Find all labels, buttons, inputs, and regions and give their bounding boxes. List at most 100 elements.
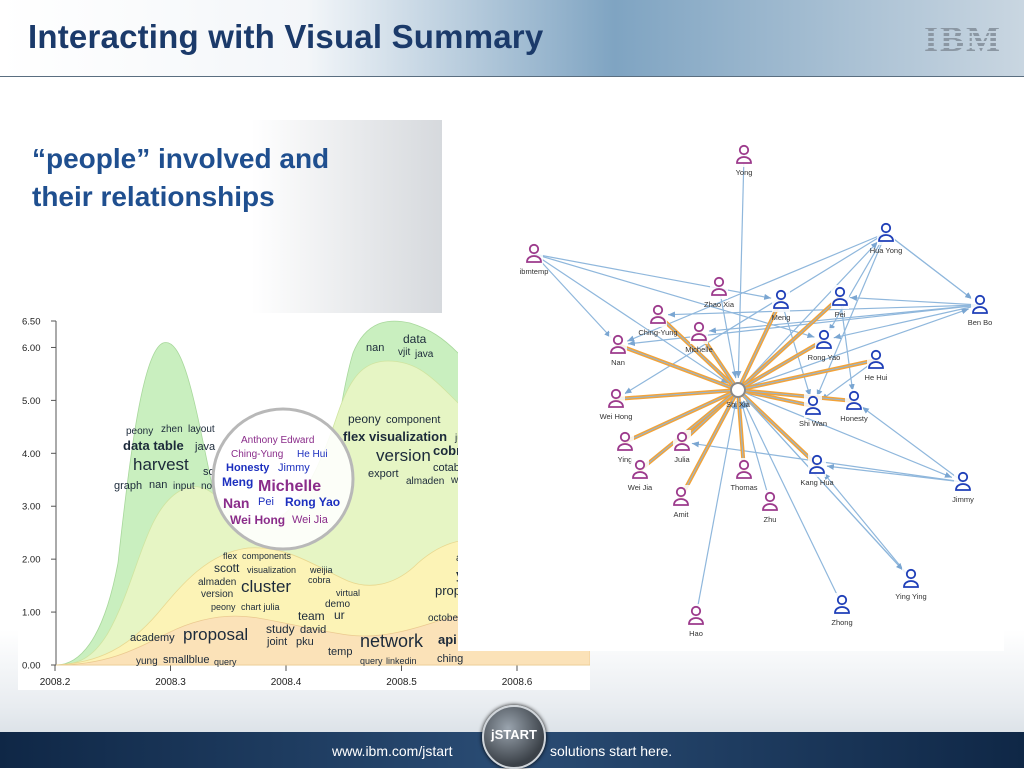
person-node[interactable]: Ying (616, 430, 634, 464)
tag-word[interactable]: peony (126, 426, 153, 437)
tag-word[interactable]: cluster (241, 577, 291, 596)
tag-word[interactable]: query (360, 656, 383, 666)
tag-word[interactable]: smallblue (163, 654, 209, 666)
person-node[interactable]: Ben Bo (968, 293, 993, 327)
tag-word[interactable]: cobra (308, 575, 331, 585)
lens-person-name[interactable]: Ching-Yung (231, 449, 283, 460)
person-node[interactable]: Hua Yong (870, 221, 903, 255)
person-node[interactable]: Thomas (730, 458, 758, 492)
center-person-label: Shi Xia (726, 400, 751, 409)
tag-word[interactable]: demo (325, 599, 350, 610)
tag-word[interactable]: version (201, 589, 233, 600)
lens-person-name[interactable]: Wei Jia (292, 514, 329, 526)
tag-word[interactable]: study (266, 622, 295, 636)
footer-url[interactable]: www.ibm.com/jstart (332, 743, 453, 759)
person-node[interactable]: ibmtemp (520, 242, 549, 276)
tag-word[interactable]: input (173, 481, 195, 492)
tag-word[interactable]: proposal (183, 625, 248, 644)
tag-word[interactable]: almaden (406, 476, 444, 487)
person-node[interactable]: Wei Jia (628, 458, 653, 492)
tag-word[interactable]: component (386, 414, 440, 426)
tag-word[interactable]: almaden (198, 577, 236, 588)
person-node[interactable]: Nan (609, 333, 627, 367)
tag-word[interactable]: nan (366, 342, 384, 354)
tag-word[interactable]: scott (214, 561, 240, 575)
tag-word[interactable]: pku (296, 636, 314, 648)
tag-word[interactable]: david (300, 624, 326, 636)
tag-word[interactable]: temp (328, 646, 352, 658)
tag-word[interactable]: components (242, 551, 292, 561)
relation-edge (839, 296, 855, 392)
tag-word[interactable]: java (194, 441, 216, 453)
tag-word[interactable]: network (360, 631, 424, 651)
person-node[interactable]: Jimmy (952, 470, 974, 504)
tag-word[interactable]: team (298, 609, 325, 623)
tag-word[interactable]: yung (136, 656, 158, 667)
person-node[interactable]: Zhu (761, 490, 779, 524)
person-node[interactable]: Hao (687, 604, 705, 638)
lens-person-name[interactable]: Michelle (258, 478, 321, 495)
tag-word[interactable]: so (203, 466, 215, 478)
lens-person-name[interactable]: Anthony Edward (241, 435, 314, 446)
tag-word[interactable]: no (201, 481, 213, 492)
tag-word[interactable]: joint (266, 636, 287, 648)
person-node[interactable]: Yong (735, 143, 753, 177)
tag-word[interactable]: ching (437, 653, 463, 665)
person-node[interactable]: Rong Yao (808, 328, 841, 362)
lens-person-name[interactable]: Rong Yao (285, 495, 340, 509)
person-node[interactable]: Zhao Xia (704, 275, 735, 309)
tag-word[interactable]: linkedin (386, 656, 417, 666)
person-node[interactable]: Julia (673, 430, 691, 464)
person-node[interactable]: Kang Hua (800, 453, 835, 487)
tag-word[interactable]: data table (123, 438, 184, 453)
tag-word[interactable]: virtual (336, 588, 360, 598)
lens-person-name[interactable]: Wei Hong (230, 513, 285, 527)
relation-edge (737, 359, 877, 391)
tag-word[interactable]: weijia (309, 565, 333, 575)
tag-word[interactable]: ur (334, 608, 345, 622)
tag-word[interactable]: peony (348, 412, 381, 426)
tag-word[interactable]: october (428, 613, 462, 624)
tag-word[interactable]: vjit (398, 347, 410, 358)
tag-word[interactable]: flex (223, 551, 238, 561)
tag-word[interactable]: version (376, 446, 431, 465)
tag-word[interactable]: data (403, 332, 427, 346)
tag-word[interactable]: zhen (161, 424, 183, 435)
lens-person-name[interactable]: Jimmy (278, 462, 310, 474)
person-node[interactable]: Zhong (831, 593, 853, 627)
tag-word[interactable]: peony (211, 602, 236, 612)
person-node[interactable]: Ching-Yung (638, 303, 678, 337)
lens-person-name[interactable]: Pei (258, 496, 274, 508)
lens-person-name[interactable]: He Hui (297, 449, 328, 460)
person-node[interactable]: Michelle (685, 320, 713, 354)
person-node[interactable]: Ying Ying (895, 567, 927, 601)
person-node[interactable]: Meng (772, 288, 791, 322)
center-person-node[interactable]: Shi Xia (726, 382, 751, 409)
person-icon-head (836, 594, 848, 606)
lens-person-name[interactable]: Meng (222, 475, 253, 489)
person-node[interactable]: Pei (831, 285, 849, 319)
tag-word[interactable]: harvest (133, 455, 189, 474)
person-node[interactable]: Shi Wan (799, 394, 827, 428)
magnifier-lens[interactable] (211, 407, 355, 551)
tag-word[interactable]: api (438, 632, 457, 647)
lens-person-name[interactable]: Honesty (226, 462, 270, 474)
tag-word[interactable]: export (368, 468, 399, 480)
lens-person-name[interactable]: Nan (223, 495, 249, 511)
person-node[interactable]: He Hui (865, 348, 888, 382)
tag-word[interactable]: layout (188, 424, 215, 435)
tag-word[interactable]: visualization (247, 565, 296, 575)
tag-word[interactable]: academy (130, 632, 175, 644)
person-name-label: Pei (835, 310, 846, 319)
tag-word[interactable]: java (414, 349, 434, 360)
person-node[interactable]: Wei Hong (600, 387, 633, 421)
y-tick-label: 1.00 (22, 608, 41, 619)
tag-word[interactable]: query (214, 657, 237, 667)
tag-word[interactable]: flex visualization (343, 429, 447, 444)
tag-word[interactable]: graph (114, 480, 142, 492)
person-node[interactable]: Amit (672, 485, 690, 519)
tag-word[interactable]: nan (149, 479, 167, 491)
tag-word[interactable]: chart julia (241, 602, 280, 612)
person-node[interactable]: Honesty (840, 389, 868, 423)
